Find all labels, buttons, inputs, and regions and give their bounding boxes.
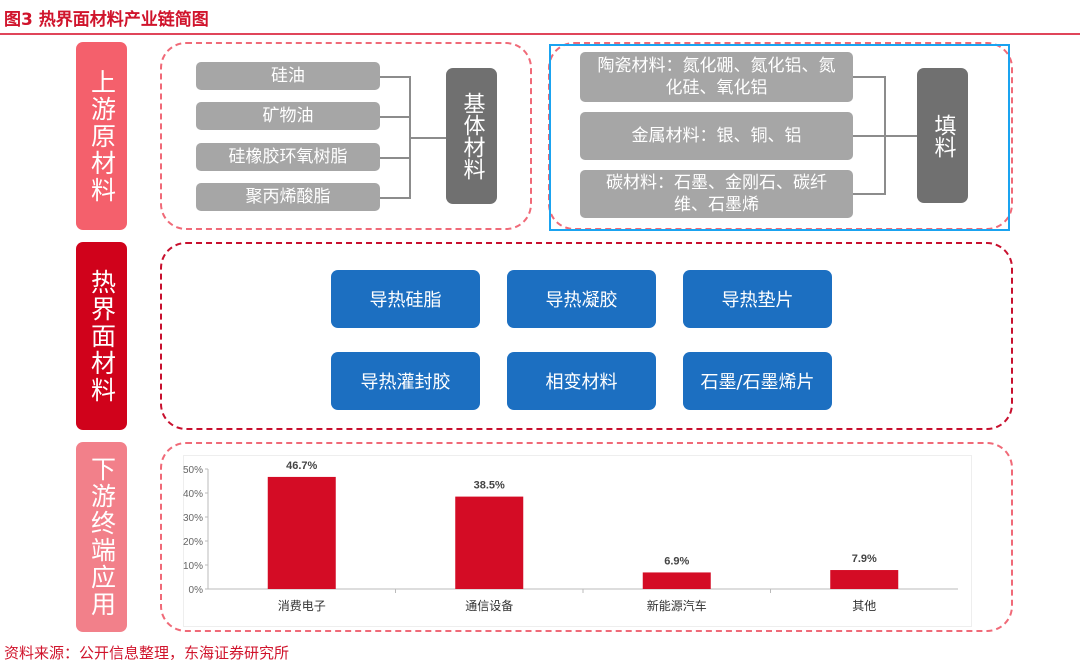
product-thermal-gel: 导热凝胶 bbox=[507, 270, 656, 328]
downstream-group bbox=[160, 442, 1013, 632]
x-tick-label: 其他 bbox=[852, 599, 876, 613]
source-note: 资料来源：公开信息整理，东海证券研究所 bbox=[4, 644, 290, 662]
tim-products-group bbox=[160, 242, 1013, 430]
x-tick-label: 通信设备 bbox=[465, 599, 513, 613]
connector bbox=[380, 197, 410, 199]
x-tick-label: 消费电子 bbox=[278, 599, 326, 613]
product-graphite-sheet: 石墨/石墨烯片 bbox=[683, 352, 832, 410]
y-tick-label: 20% bbox=[183, 537, 203, 548]
selection-highlight bbox=[549, 44, 1010, 231]
product-thermal-pad: 导热垫片 bbox=[683, 270, 832, 328]
connector bbox=[885, 135, 917, 137]
product-phase-change: 相变材料 bbox=[507, 352, 656, 410]
data-label: 7.9% bbox=[852, 553, 877, 565]
base-materials-box: 基体材料 bbox=[446, 68, 497, 204]
product-potting-compound: 导热灌封胶 bbox=[331, 352, 480, 410]
figure-title: 图3 热界面材料产业链简图 bbox=[4, 10, 209, 30]
bar bbox=[455, 496, 524, 589]
bar bbox=[830, 570, 899, 589]
filler-box: 填料 bbox=[917, 68, 968, 203]
x-tick-label: 新能源汽车 bbox=[647, 598, 707, 613]
connector bbox=[853, 193, 885, 195]
y-tick-label: 0% bbox=[189, 585, 204, 596]
base-materials-group bbox=[160, 42, 532, 230]
tim-label: 热界面材料 bbox=[76, 242, 127, 430]
product-thermal-grease: 导热硅脂 bbox=[331, 270, 480, 328]
connector bbox=[853, 135, 885, 137]
base-item: 硅橡胶环氧树脂 bbox=[196, 143, 380, 171]
data-label: 38.5% bbox=[474, 480, 505, 492]
connector bbox=[380, 116, 410, 118]
bar bbox=[267, 476, 336, 589]
connector bbox=[410, 137, 446, 139]
y-tick-label: 50% bbox=[183, 465, 203, 476]
connector bbox=[380, 157, 410, 159]
base-item: 矿物油 bbox=[196, 102, 380, 130]
data-label: 46.7% bbox=[286, 460, 317, 472]
y-tick-label: 30% bbox=[183, 513, 203, 524]
y-tick-label: 40% bbox=[183, 489, 203, 500]
filler-item: 陶瓷材料：氮化硼、氮化铝、氮化硅、氧化铝 bbox=[580, 52, 853, 102]
connector bbox=[380, 76, 410, 78]
upstream-label: 上游原材料 bbox=[76, 42, 127, 230]
bar bbox=[642, 572, 711, 589]
base-item: 硅油 bbox=[196, 62, 380, 90]
filler-item: 金属材料：银、铜、铝 bbox=[580, 112, 853, 160]
filler-item: 碳材料：石墨、金刚石、碳纤维、石墨烯 bbox=[580, 170, 853, 218]
data-label: 6.9% bbox=[664, 555, 689, 567]
y-tick-label: 10% bbox=[183, 561, 203, 572]
downstream-label: 下游终端应用 bbox=[76, 442, 127, 632]
base-item: 聚丙烯酸脂 bbox=[196, 183, 380, 211]
title-rule bbox=[0, 33, 1080, 35]
connector bbox=[853, 76, 885, 78]
chart-frame bbox=[183, 455, 972, 627]
